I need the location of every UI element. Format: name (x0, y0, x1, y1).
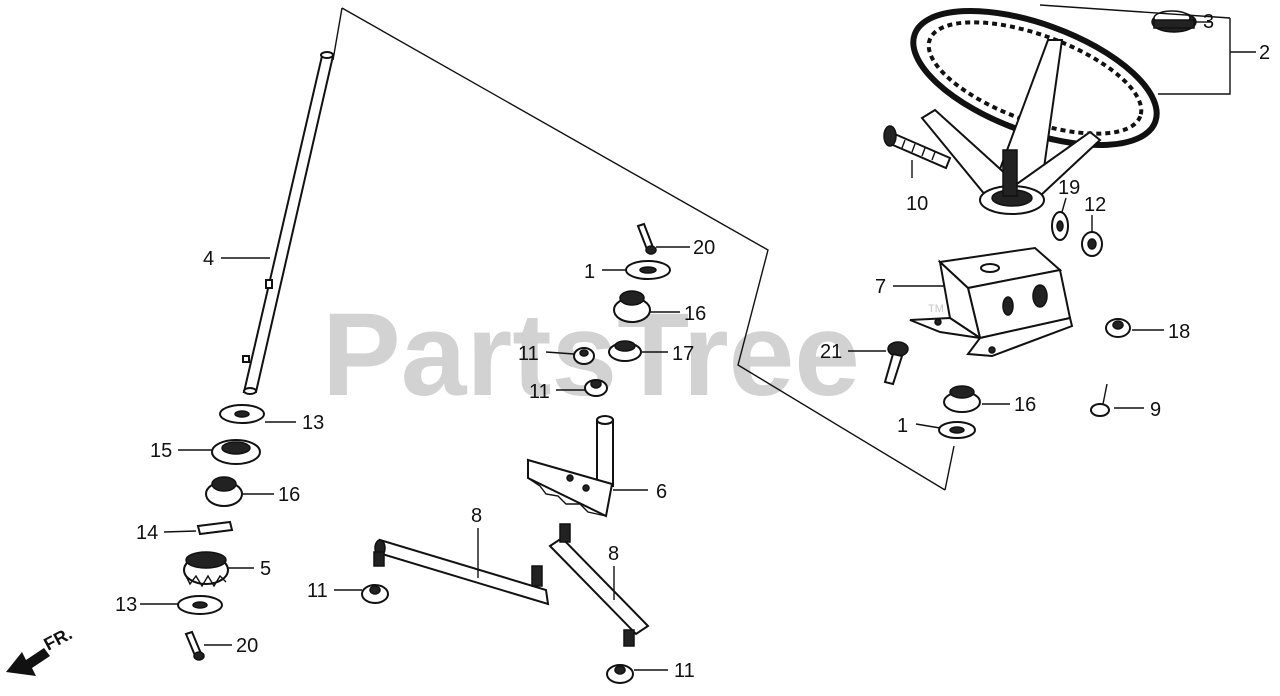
screw-9[interactable] (1090, 383, 1110, 417)
callout-12: 12 (1084, 194, 1106, 216)
callout-7: 7 (875, 276, 886, 298)
nut-11-c[interactable] (361, 584, 389, 604)
nut-11-a[interactable] (573, 347, 595, 365)
washer-1-right[interactable] (938, 421, 976, 439)
washer-1-upper[interactable] (625, 260, 671, 280)
callout-16-left: 16 (278, 484, 300, 506)
nut-11-b[interactable] (584, 379, 608, 397)
front-label: FR. (40, 623, 75, 654)
callout-16-right: 16 (1014, 394, 1036, 416)
callout-21: 21 (820, 341, 842, 363)
bearing-15[interactable] (211, 439, 261, 465)
callout-11-a: 11 (518, 343, 539, 365)
pin-20-lower[interactable] (184, 630, 205, 661)
tie-rod-right[interactable] (548, 523, 650, 647)
sector-gear[interactable] (527, 415, 614, 518)
callout-20-upper: 20 (693, 237, 715, 259)
leader-lines (140, 4, 1256, 671)
callout-1-right: 1 (897, 415, 908, 437)
callout-13-upper: 13 (302, 412, 324, 434)
washer-13-upper[interactable] (219, 404, 265, 424)
callout-4: 4 (203, 248, 214, 270)
washer-19[interactable] (1051, 211, 1069, 241)
callout-13-lower: 13 (115, 594, 137, 616)
nut-11-d[interactable] (606, 664, 634, 684)
tie-rod-left[interactable] (373, 538, 550, 606)
callout-11-d: 11 (674, 660, 695, 682)
callout-20-lower: 20 (236, 635, 258, 657)
callout-10: 10 (906, 193, 928, 215)
collar-17[interactable] (608, 340, 642, 362)
callout-9: 9 (1150, 399, 1161, 421)
callout-18: 18 (1168, 321, 1190, 343)
bushing-16-left[interactable] (205, 476, 243, 507)
assembly-bracket-line-top (332, 7, 343, 61)
callout-1-upper: 1 (584, 261, 595, 283)
washer-13-lower[interactable] (177, 595, 223, 615)
callout-11-c: 11 (307, 580, 328, 602)
nut-12[interactable] (1081, 231, 1103, 257)
callout-3: 3 (1203, 11, 1214, 33)
callout-2: 2 (1259, 42, 1270, 64)
callout-19: 19 (1058, 177, 1080, 199)
callout-15: 15 (150, 440, 172, 462)
bushing-16-upper[interactable] (613, 290, 651, 323)
bolt-21[interactable] (883, 341, 909, 386)
steering-wheel[interactable] (896, 0, 1173, 215)
column-support[interactable] (909, 246, 1074, 358)
callout-8-left: 8 (471, 505, 482, 527)
callout-14: 14 (136, 522, 158, 544)
callout-17: 17 (672, 343, 694, 365)
bushing-16-right[interactable] (943, 385, 981, 413)
assembly-bracket-line-bottom (944, 445, 955, 491)
nut-18[interactable] (1105, 318, 1131, 338)
steering-shaft[interactable] (242, 51, 335, 395)
callout-11-b: 11 (529, 381, 550, 403)
pin-20-upper[interactable] (636, 222, 657, 255)
callout-8-right: 8 (608, 543, 619, 565)
callout-6: 6 (656, 481, 667, 503)
front-direction-arrow: FR. (6, 623, 75, 676)
callout-5: 5 (260, 558, 271, 580)
watermark-tm: TM (928, 303, 944, 315)
wheel-bolt[interactable] (883, 125, 952, 170)
pinion-gear-5[interactable] (183, 551, 229, 588)
pin-14[interactable] (196, 520, 234, 536)
assembly-bracket-line (341, 7, 946, 491)
callout-16-upper: 16 (684, 303, 706, 325)
